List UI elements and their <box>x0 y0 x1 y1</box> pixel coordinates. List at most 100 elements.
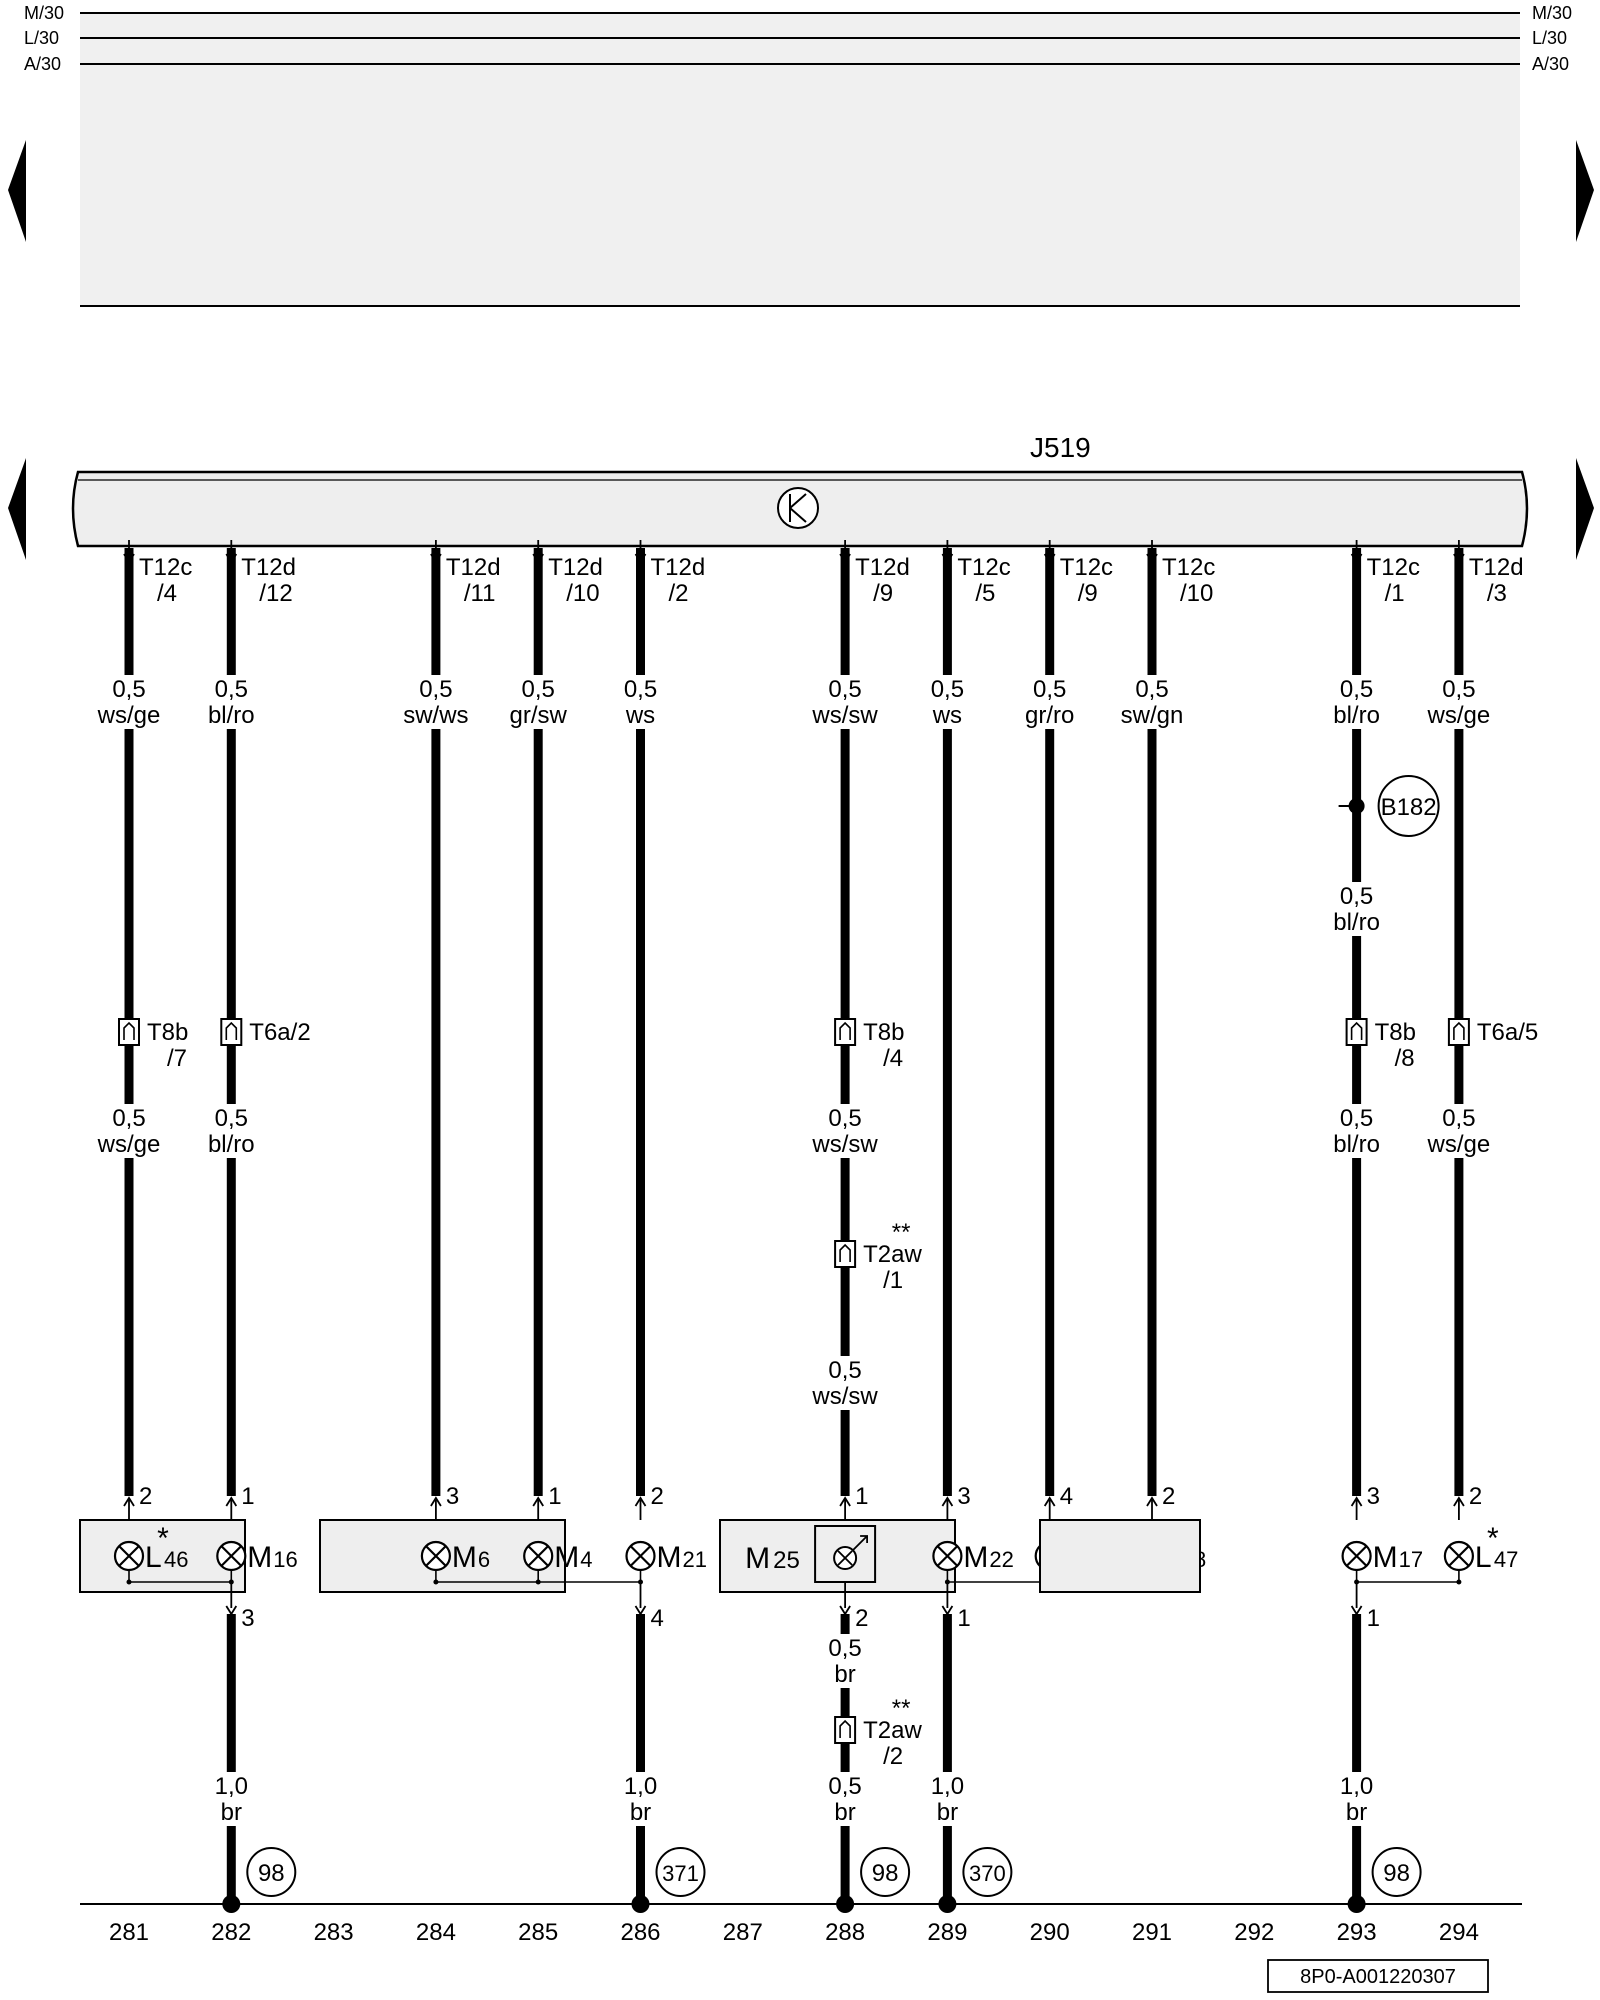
wire-284: T12d/110,5sw/ws3 <box>403 540 501 1520</box>
column-number: 288 <box>825 1919 865 1946</box>
wire-label-bg <box>201 675 262 729</box>
lamp-sub: 17 <box>1399 1547 1423 1572</box>
wire-label-bg <box>201 1772 262 1826</box>
pin-number: /11 <box>464 580 496 607</box>
rail-label-left: L/30 <box>24 28 59 48</box>
wire-label-size: 0,5 <box>828 1105 861 1132</box>
out-pin: 4 <box>651 1605 664 1632</box>
pin-label: T12c <box>1060 554 1113 581</box>
rail-label-right: A/30 <box>1532 54 1569 74</box>
wire-label-size: 0,5 <box>828 1635 861 1662</box>
lamp-group-box <box>1039 1519 1201 1593</box>
lamp-sub: 47 <box>1494 1547 1518 1572</box>
column-number: 282 <box>211 1919 251 1946</box>
connector-pin: /4 <box>883 1045 903 1072</box>
column-number: 291 <box>1132 1919 1172 1946</box>
lamp-cross <box>629 1545 652 1567</box>
next-page-arrow-icon[interactable] <box>1576 458 1594 560</box>
motor-sub: 25 <box>773 1547 800 1574</box>
wire-label-color: ws/ge <box>97 1131 161 1158</box>
wire-label-color: ws/sw <box>811 1131 878 1158</box>
wire-288: T12d/90,5ws/swT8b/40,5ws/sw**T2aw/10,5ws… <box>811 540 922 1520</box>
lamp-sub: 16 <box>273 1547 297 1572</box>
wire-label-bg <box>610 1772 671 1826</box>
pin-number: /1 <box>1385 580 1405 607</box>
control-unit-j519: J519 <box>71 432 1529 548</box>
wire-label-color: gr/sw <box>510 702 568 729</box>
ground-point-label: 98 <box>258 1860 285 1887</box>
pin-arrow-icon <box>532 553 544 564</box>
prev-page-arrow-icon[interactable] <box>8 458 26 560</box>
connector-star: ** <box>892 1695 911 1722</box>
prev-page-arrow-icon[interactable] <box>8 140 26 242</box>
wire-label-size: 0,5 <box>828 1357 861 1384</box>
ground-point-circle <box>962 1847 1013 1897</box>
pin-label: T12d <box>548 554 603 581</box>
pin-number: /4 <box>157 580 177 607</box>
splice-label: B182 <box>1381 794 1437 821</box>
lamp-node <box>433 1579 439 1585</box>
lamp-pin: 1 <box>241 1483 254 1510</box>
lamp-name: M <box>247 1541 272 1574</box>
wire-label-size: 0,5 <box>112 676 145 703</box>
pin-label: T12c <box>957 554 1010 581</box>
pin-arrow-icon <box>123 1496 135 1507</box>
wire-label-size: 0,5 <box>1033 676 1066 703</box>
pin-number: /2 <box>669 580 689 607</box>
pin-arrow-icon <box>634 553 647 564</box>
pin-arrow-icon <box>532 1496 544 1507</box>
lamp-name: M <box>452 1541 477 1574</box>
ground-point-circle <box>860 1847 911 1897</box>
wire-label-bg <box>917 1772 978 1826</box>
pin-arrow-icon <box>1453 553 1465 564</box>
wire-label-color: ws/sw <box>811 1383 878 1410</box>
power-rails: M/30 M/30 L/30 L/30 A/30 A/30 <box>24 3 1572 307</box>
pin-arrow-icon <box>225 553 238 564</box>
lamp-star: * <box>1487 1522 1499 1555</box>
wire-label-bg <box>1326 1104 1387 1158</box>
rail-l30: L/30 L/30 <box>24 28 1567 48</box>
ground-wire-288: 98 <box>836 1847 911 1913</box>
wire-label-bg <box>1428 675 1489 729</box>
lamp-sub: 6 <box>478 1547 490 1572</box>
pin-label: T12c <box>1367 554 1420 581</box>
out-pin: 2 <box>855 1605 868 1632</box>
wire-label-color: br <box>630 1799 651 1826</box>
pin-arrow-icon <box>430 553 442 564</box>
pin-arrow-icon <box>225 1496 238 1507</box>
splice-B182: B182 <box>1338 775 1440 837</box>
wire-label-color: br <box>937 1799 958 1826</box>
pin-number: /9 <box>873 580 893 607</box>
pin-number: /12 <box>259 580 292 607</box>
wire-label-size: 0,5 <box>931 676 964 703</box>
connector-pin: /1 <box>883 1267 903 1294</box>
ground-point-circle <box>246 1847 297 1897</box>
next-page-arrow-icon[interactable] <box>1576 140 1594 242</box>
connector-label: T2aw <box>863 1241 922 1268</box>
connector-label: T2aw <box>863 1717 922 1744</box>
ground-point-label: 98 <box>1383 1860 1410 1887</box>
wire-label-color: bl/ro <box>1333 1131 1380 1158</box>
column-number: 287 <box>723 1919 763 1946</box>
pin-arrow-icon <box>1146 1496 1158 1507</box>
connector-pin-icon <box>123 1021 135 1040</box>
wire-label-size: 0,5 <box>419 676 452 703</box>
wire-290: T12c/90,5gr/ro4 <box>1019 540 1113 1520</box>
pin-number: /10 <box>566 580 599 607</box>
pin-number: /9 <box>1078 580 1098 607</box>
wire-label-size: 1,0 <box>1340 1773 1373 1800</box>
pin-arrow-icon <box>1453 1496 1465 1507</box>
pin-label: T12d <box>855 554 910 581</box>
wire-label-size: 0,5 <box>828 1773 861 1800</box>
reference-code: 8P0-A001220307 <box>1300 1966 1456 1988</box>
lamp-cross <box>527 1545 549 1567</box>
connector-pin-icon <box>839 1719 851 1738</box>
lamp-node <box>126 1579 132 1585</box>
connector: T6a/2 <box>220 1018 311 1046</box>
pin-arrow-icon <box>1350 1496 1363 1507</box>
